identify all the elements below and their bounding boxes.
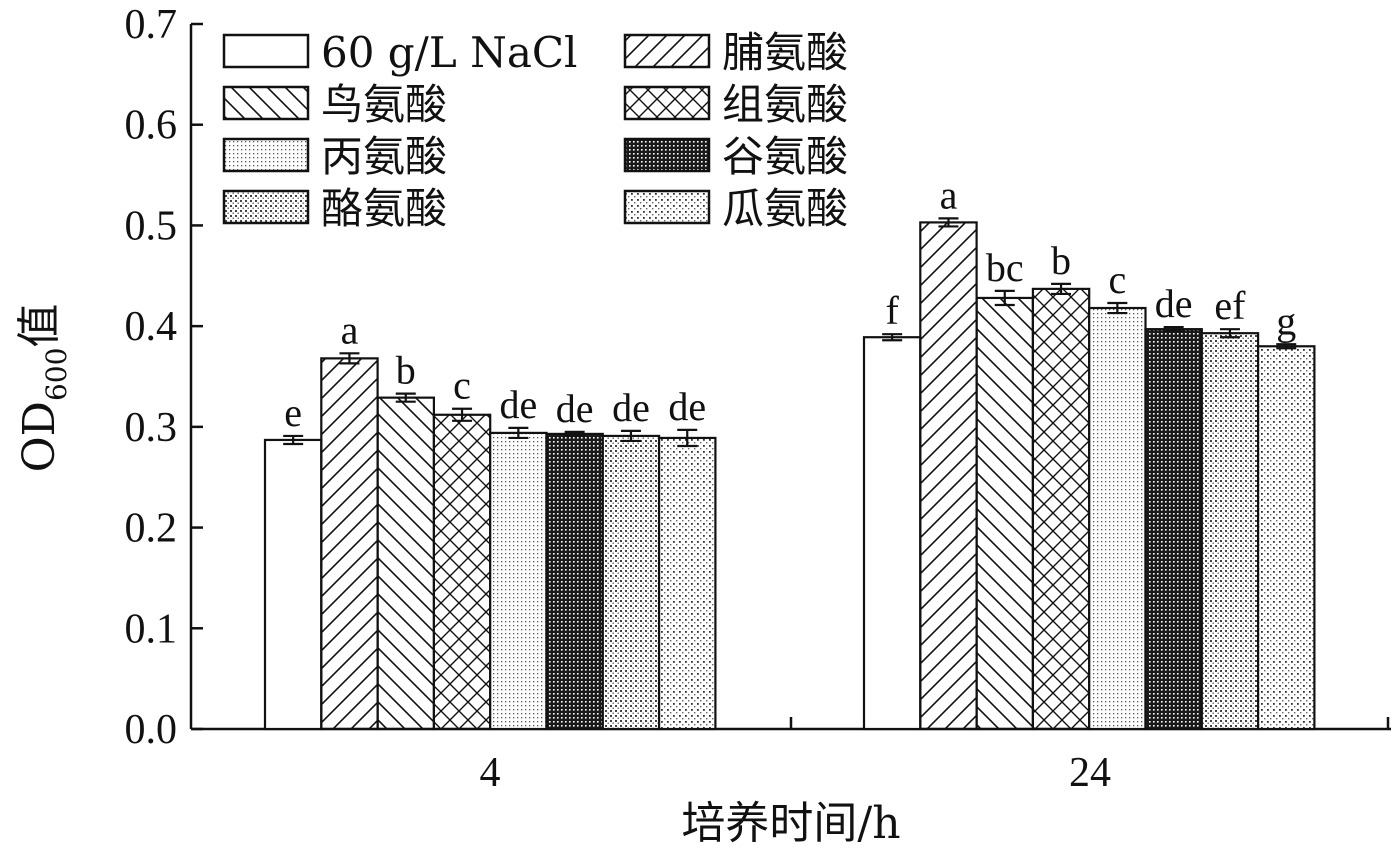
significance-label: de (668, 384, 706, 429)
significance-label: b (396, 348, 416, 393)
y-axis-title-main: OD (14, 401, 65, 472)
x-axis-title: 培养时间/h (681, 798, 900, 849)
legend-swatch (623, 85, 711, 121)
bar-series-1: aa (320, 172, 978, 731)
significance-label: a (940, 172, 958, 217)
legend-label: 鸟氨酸 (321, 80, 447, 129)
y-tick-label: 0.4 (125, 304, 178, 350)
legend-swatch (623, 137, 711, 173)
legend-item: 鸟氨酸 (222, 80, 447, 129)
legend-label: 组氨酸 (722, 80, 848, 129)
y-axis-ticks: 0.0 0.1 0.2 0.3 0.4 0.5 0.6 0.7 (125, 2, 203, 753)
y-axis-title-suffix: 值 (14, 304, 65, 348)
significance-label: f (885, 288, 899, 333)
legend-swatch (222, 137, 310, 173)
bar (263, 438, 323, 731)
y-axis-title: OD600值 (14, 304, 73, 473)
legend-swatch (623, 189, 711, 225)
significance-label: de (499, 382, 537, 427)
y-tick-label: 0.6 (125, 103, 178, 149)
bar (862, 336, 922, 731)
bar (432, 413, 492, 731)
bar (1144, 328, 1203, 731)
bar (1200, 332, 1260, 731)
legend-item: 60 g/L NaCl (222, 28, 577, 77)
x-tick-label: 24 (1069, 750, 1111, 796)
bar-series-7: de g (657, 298, 1316, 731)
bar (975, 296, 1034, 731)
legend-swatch (222, 33, 310, 69)
significance-label: c (1108, 257, 1126, 302)
bar (320, 357, 379, 731)
significance-label: c (453, 363, 471, 408)
significance-label: de (1155, 281, 1193, 326)
bar (489, 431, 548, 731)
y-tick-label: 0.0 (125, 707, 178, 753)
significance-label: e (284, 390, 302, 435)
bar-series-2: b bc (376, 245, 1034, 731)
legend-label: 瓜氨酸 (722, 184, 848, 233)
bar (657, 436, 717, 731)
bar-series-4: de c (489, 257, 1147, 731)
significance-label: de (556, 386, 594, 431)
legend-label: 丙氨酸 (321, 132, 447, 181)
significance-label: a (341, 307, 359, 352)
legend-swatch (222, 85, 310, 121)
y-tick-label: 0.1 (125, 606, 178, 652)
legend-swatch (623, 33, 711, 69)
legend-item: 谷氨酸 (623, 132, 848, 181)
legend-item: 脯氨酸 (623, 28, 848, 77)
x-axis-ticks: 4 24 (480, 717, 1390, 796)
significance-label: g (1276, 298, 1296, 343)
bar (376, 396, 436, 731)
legend-swatch (222, 189, 310, 225)
bar (545, 432, 604, 731)
legend-item: 丙氨酸 (222, 132, 447, 181)
significance-label: ef (1214, 283, 1246, 328)
bar-series-3: cb (432, 238, 1091, 731)
bar (1088, 306, 1147, 731)
legend-item: 组氨酸 (623, 80, 848, 129)
bar (601, 434, 661, 731)
significance-label: b (1051, 238, 1071, 283)
y-tick-label: 0.5 (125, 203, 178, 249)
legend-label: 谷氨酸 (722, 132, 848, 181)
legend-label: 酪氨酸 (321, 184, 447, 233)
legend-item: 酪氨酸 (222, 184, 447, 233)
legend-label: 脯氨酸 (722, 28, 848, 77)
y-tick-label: 0.2 (125, 506, 178, 552)
bar (919, 221, 978, 731)
significance-label: bc (986, 245, 1024, 290)
bar (1031, 287, 1091, 731)
legend-label: 60 g/L NaCl (321, 28, 577, 77)
x-tick-label: 4 (480, 750, 501, 796)
legend-item: 瓜氨酸 (623, 184, 848, 233)
bar (1256, 345, 1316, 731)
significance-label: de (612, 385, 650, 430)
y-tick-label: 0.3 (125, 405, 178, 451)
bar-series-0: ef (263, 288, 922, 731)
y-axis-title-sub: 600 (40, 348, 73, 401)
y-tick-label: 0.7 (125, 2, 178, 48)
